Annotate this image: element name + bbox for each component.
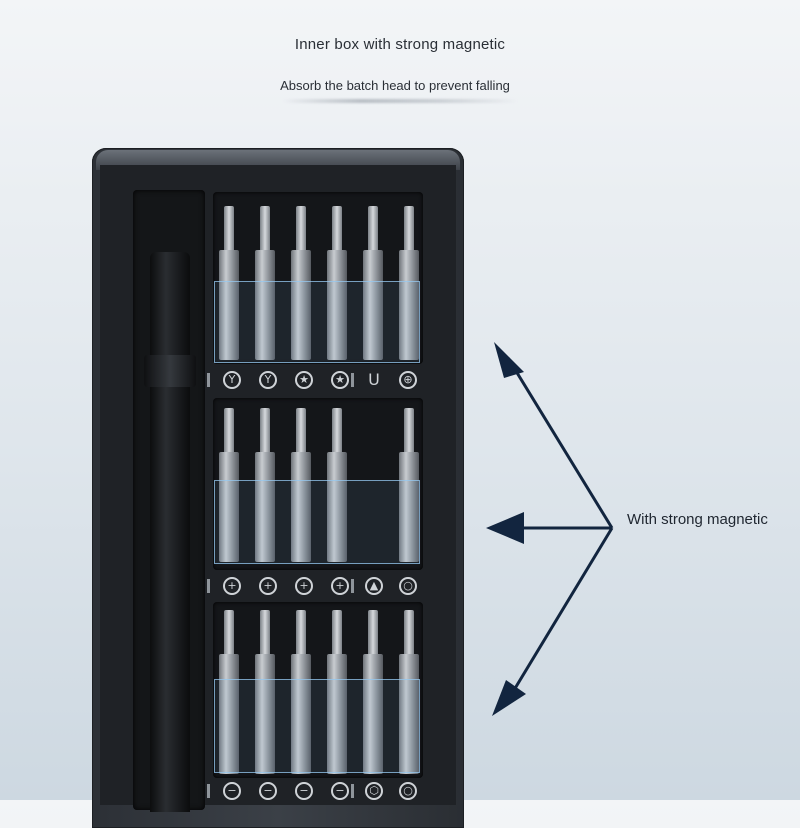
screwdriver-bit [399,452,419,562]
flathead-icon: − [295,782,313,800]
bit-tray-3 [213,602,423,778]
bit-tip [260,408,270,452]
row-marker [351,784,354,798]
arrow-head-up [494,342,524,378]
screwdriver-bit [219,654,239,774]
tri-wing-icon: Y [223,371,241,389]
callout-arrows [486,342,614,716]
bit-tip [332,206,342,250]
bit-tip [332,610,342,654]
torx-icon: ★ [331,371,349,389]
row-marker [351,373,354,387]
screwdriver-bit [255,452,275,562]
flathead-icon: − [331,782,349,800]
tri-wing-icon: Y [259,371,277,389]
subline: Absorb the batch head to prevent falling [280,78,510,93]
bit-tip [332,408,342,452]
magnet-band-1 [214,281,420,363]
bit-tip [368,610,378,654]
callout-label: With strong magnetic [627,511,768,528]
row-marker [207,784,210,798]
flathead-icon: − [259,782,277,800]
bit-tip [296,610,306,654]
magnet-band-2 [214,480,420,564]
triangle-icon: ▲ [365,577,383,595]
hex-icon: ○ [399,577,417,595]
screwdriver-bit [327,250,347,360]
screwdriver-bit [399,654,419,774]
bit-tip [224,408,234,452]
arrow-line-down [506,527,614,701]
screwdriver-bit [291,250,311,360]
symbol-row-1: Y Y ★ ★ U ⊕ [207,369,423,391]
phillips-icon: + [259,577,277,595]
screwdriver-bit [255,250,275,360]
flathead-icon: − [223,782,241,800]
arrow-head-left [486,512,524,544]
torx-icon: ★ [295,371,313,389]
screwdriver-bit [219,250,239,360]
screwdriver-handle [150,252,190,812]
row-marker [207,373,210,387]
symbol-row-2: + + + + ▲ ○ [207,575,423,597]
hex-icon: ⬡ [365,782,383,800]
bit-tip [296,206,306,250]
symbol-row-3: − − − − ⬡ ○ [207,780,423,802]
screwdriver-bit [399,250,419,360]
headline: Inner box with strong magnetic [294,36,506,53]
bit-tray-1 [213,192,423,364]
screwdriver-bit [291,654,311,774]
arrow-head-down [492,680,526,716]
screwdriver-bit [291,452,311,562]
bit-tray-2 [213,398,423,570]
cross-bit-icon: ⊕ [399,371,417,389]
handle-clip [144,355,196,387]
row-marker [207,579,210,593]
u-bit-icon: U [368,370,380,389]
bit-tip [224,206,234,250]
bit-tip [404,206,414,250]
subline-shadow [282,99,518,103]
bit-tip [404,408,414,452]
bit-tip [404,610,414,654]
screwdriver-bit [363,250,383,360]
bit-tip [224,610,234,654]
bit-tip [260,206,270,250]
hex-icon: ○ [399,782,417,800]
screwdriver-bit [219,452,239,562]
phillips-icon: + [331,577,349,595]
screwdriver-bit [255,654,275,774]
bit-tip [260,610,270,654]
arrow-line-up [506,357,614,529]
screwdriver-bit [327,452,347,562]
bit-tip [368,206,378,250]
screwdriver-bit [363,654,383,774]
phillips-icon: + [295,577,313,595]
screwdriver-bit [327,654,347,774]
magnet-band-3 [214,679,420,773]
row-marker [351,579,354,593]
phillips-icon: + [223,577,241,595]
bit-tip [296,408,306,452]
